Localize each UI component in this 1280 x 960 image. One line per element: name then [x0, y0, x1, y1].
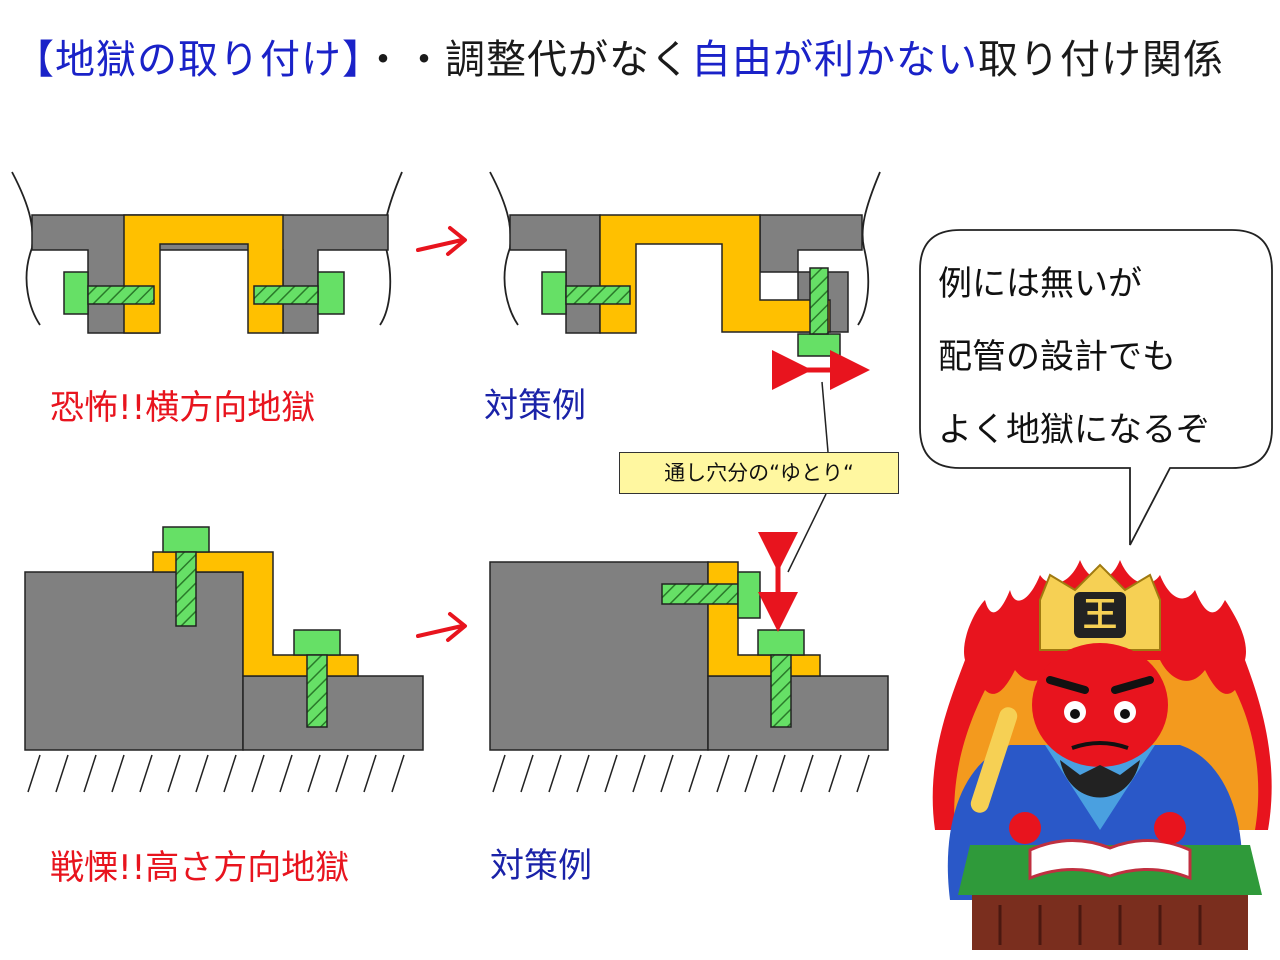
bolt-head [317, 271, 345, 315]
lateral-fix-diagram [489, 171, 881, 390]
bolt-head [63, 271, 89, 315]
transition-arrow [416, 612, 467, 642]
crown-mark-text: 王 [1083, 595, 1117, 635]
height-hell-label: 戦慄!!高さ方向地獄 [50, 848, 350, 888]
bolt-thread [809, 267, 829, 335]
callout-leader [821, 381, 829, 453]
title-text-before: 調整代がなく [445, 37, 691, 83]
bolt-thread [175, 551, 197, 627]
bolt-head [541, 271, 567, 315]
title-text-after: 取り付け関係 [978, 37, 1224, 83]
bolt-head [293, 629, 341, 656]
speech-bubble-text: 例には無いが 配管の設計でも よく地獄になるぞ [938, 248, 1210, 467]
lateral-hell-diagram [11, 171, 403, 334]
speech-line: 配管の設計でも [938, 337, 1176, 377]
page-title: 【地獄の取り付け】・・調整代がなく自由が利かない取り付け関係 [14, 30, 1224, 90]
speech-bubble [919, 229, 1273, 546]
title-dots: ・・ [363, 37, 445, 83]
crown-emblem [1074, 592, 1126, 638]
speech-line: よく地獄になるぞ [938, 410, 1210, 450]
transition-arrow [416, 226, 467, 256]
bolt-thread [306, 654, 328, 728]
bolt-thread [253, 285, 319, 305]
height-hell-diagram [24, 526, 424, 793]
enma-character-illustration [932, 560, 1272, 950]
callout-leader [787, 493, 827, 573]
speech-line: 例には無いが [938, 264, 1142, 304]
bolt-head [162, 526, 210, 553]
bolt-thread [87, 285, 155, 305]
bolt-thread [565, 285, 631, 305]
lateral-fix-label: 対策例 [484, 386, 586, 426]
lateral-hell-label: 恐怖!!横方向地獄 [50, 388, 316, 428]
height-fix-diagram [489, 532, 889, 793]
bolt-head [737, 571, 761, 619]
clearance-callout: 通し穴分の“ゆとり“ [619, 452, 899, 494]
height-fix-label: 対策例 [490, 846, 592, 886]
title-highlight: 自由が利かない [691, 37, 978, 83]
bolt-head [757, 629, 805, 656]
bolt-thread [770, 654, 792, 728]
bolt-head [797, 333, 841, 357]
bolt-thread [661, 583, 739, 605]
title-bracket: 【地獄の取り付け】 [14, 37, 363, 83]
